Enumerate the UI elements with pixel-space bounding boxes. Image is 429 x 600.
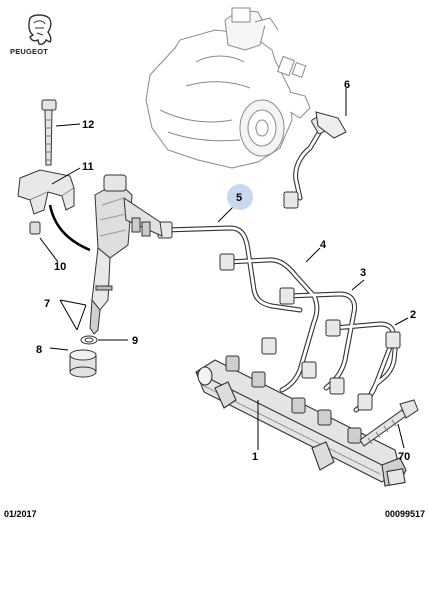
pipe-bracket (315, 111, 347, 139)
callout-8: 8 (36, 344, 42, 356)
callout-4: 4 (320, 239, 327, 251)
lion-logo-icon (28, 14, 52, 45)
injector-clamp (17, 169, 75, 215)
callout-9: 9 (132, 335, 138, 347)
callout-7: 7 (44, 298, 50, 310)
high-pressure-pump (145, 7, 311, 169)
clamp-bolt (41, 99, 57, 166)
bolt-wire (48, 204, 91, 252)
callout-6: 6 (344, 79, 350, 91)
callout-2: 2 (410, 309, 416, 321)
brand-name: PEUGEOT (10, 47, 49, 56)
callout-5-highlight (227, 184, 253, 210)
callout-10: 10 (54, 261, 66, 273)
callout-70: 70 (398, 451, 410, 463)
rail-outlet-unions (225, 355, 362, 444)
spacer-sleeve (29, 221, 41, 235)
footer-reference: 00099517 (384, 509, 425, 519)
leader-lines (39, 88, 409, 450)
callout-5: 5 (236, 192, 242, 204)
rail-fixing-bolt (359, 399, 419, 447)
callout-3: 3 (360, 267, 366, 279)
fuel-rail (195, 359, 407, 487)
injector-seal (69, 349, 97, 378)
callout-1: 1 (252, 451, 258, 463)
footer-date: 01/2017 (4, 509, 37, 519)
fuel-injector (89, 174, 163, 335)
callout-12: 12 (82, 119, 94, 131)
callout-11: 11 (82, 161, 94, 173)
callout-labels: 1 2 3 4 5 6 7 8 9 10 11 12 70 (36, 79, 416, 463)
injector-washer (80, 335, 98, 345)
